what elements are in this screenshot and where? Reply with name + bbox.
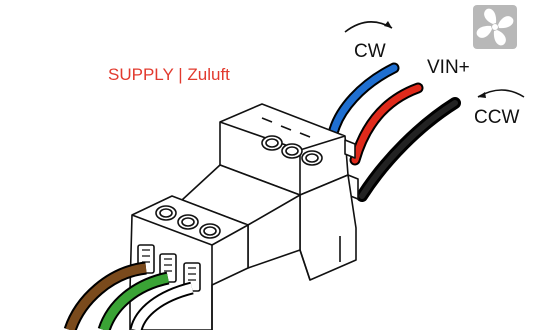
wire-brown xyxy=(65,263,147,330)
diagram-title: SUPPLY | Zuluft xyxy=(108,65,230,84)
cw-arrow-icon xyxy=(344,21,393,33)
ccw-arrow-icon xyxy=(477,89,525,98)
terminal-block xyxy=(129,103,359,330)
wire-vin xyxy=(351,84,422,164)
wire-green xyxy=(99,273,170,330)
label-vin: VIN+ xyxy=(427,57,470,78)
label-ccw: CCW xyxy=(474,107,519,128)
label-cw: CW xyxy=(354,41,386,62)
wire-white xyxy=(131,283,194,330)
wire-cw xyxy=(330,64,398,134)
upper-wires xyxy=(328,62,461,202)
lower-wires xyxy=(63,261,194,330)
fan-icon xyxy=(473,5,517,49)
